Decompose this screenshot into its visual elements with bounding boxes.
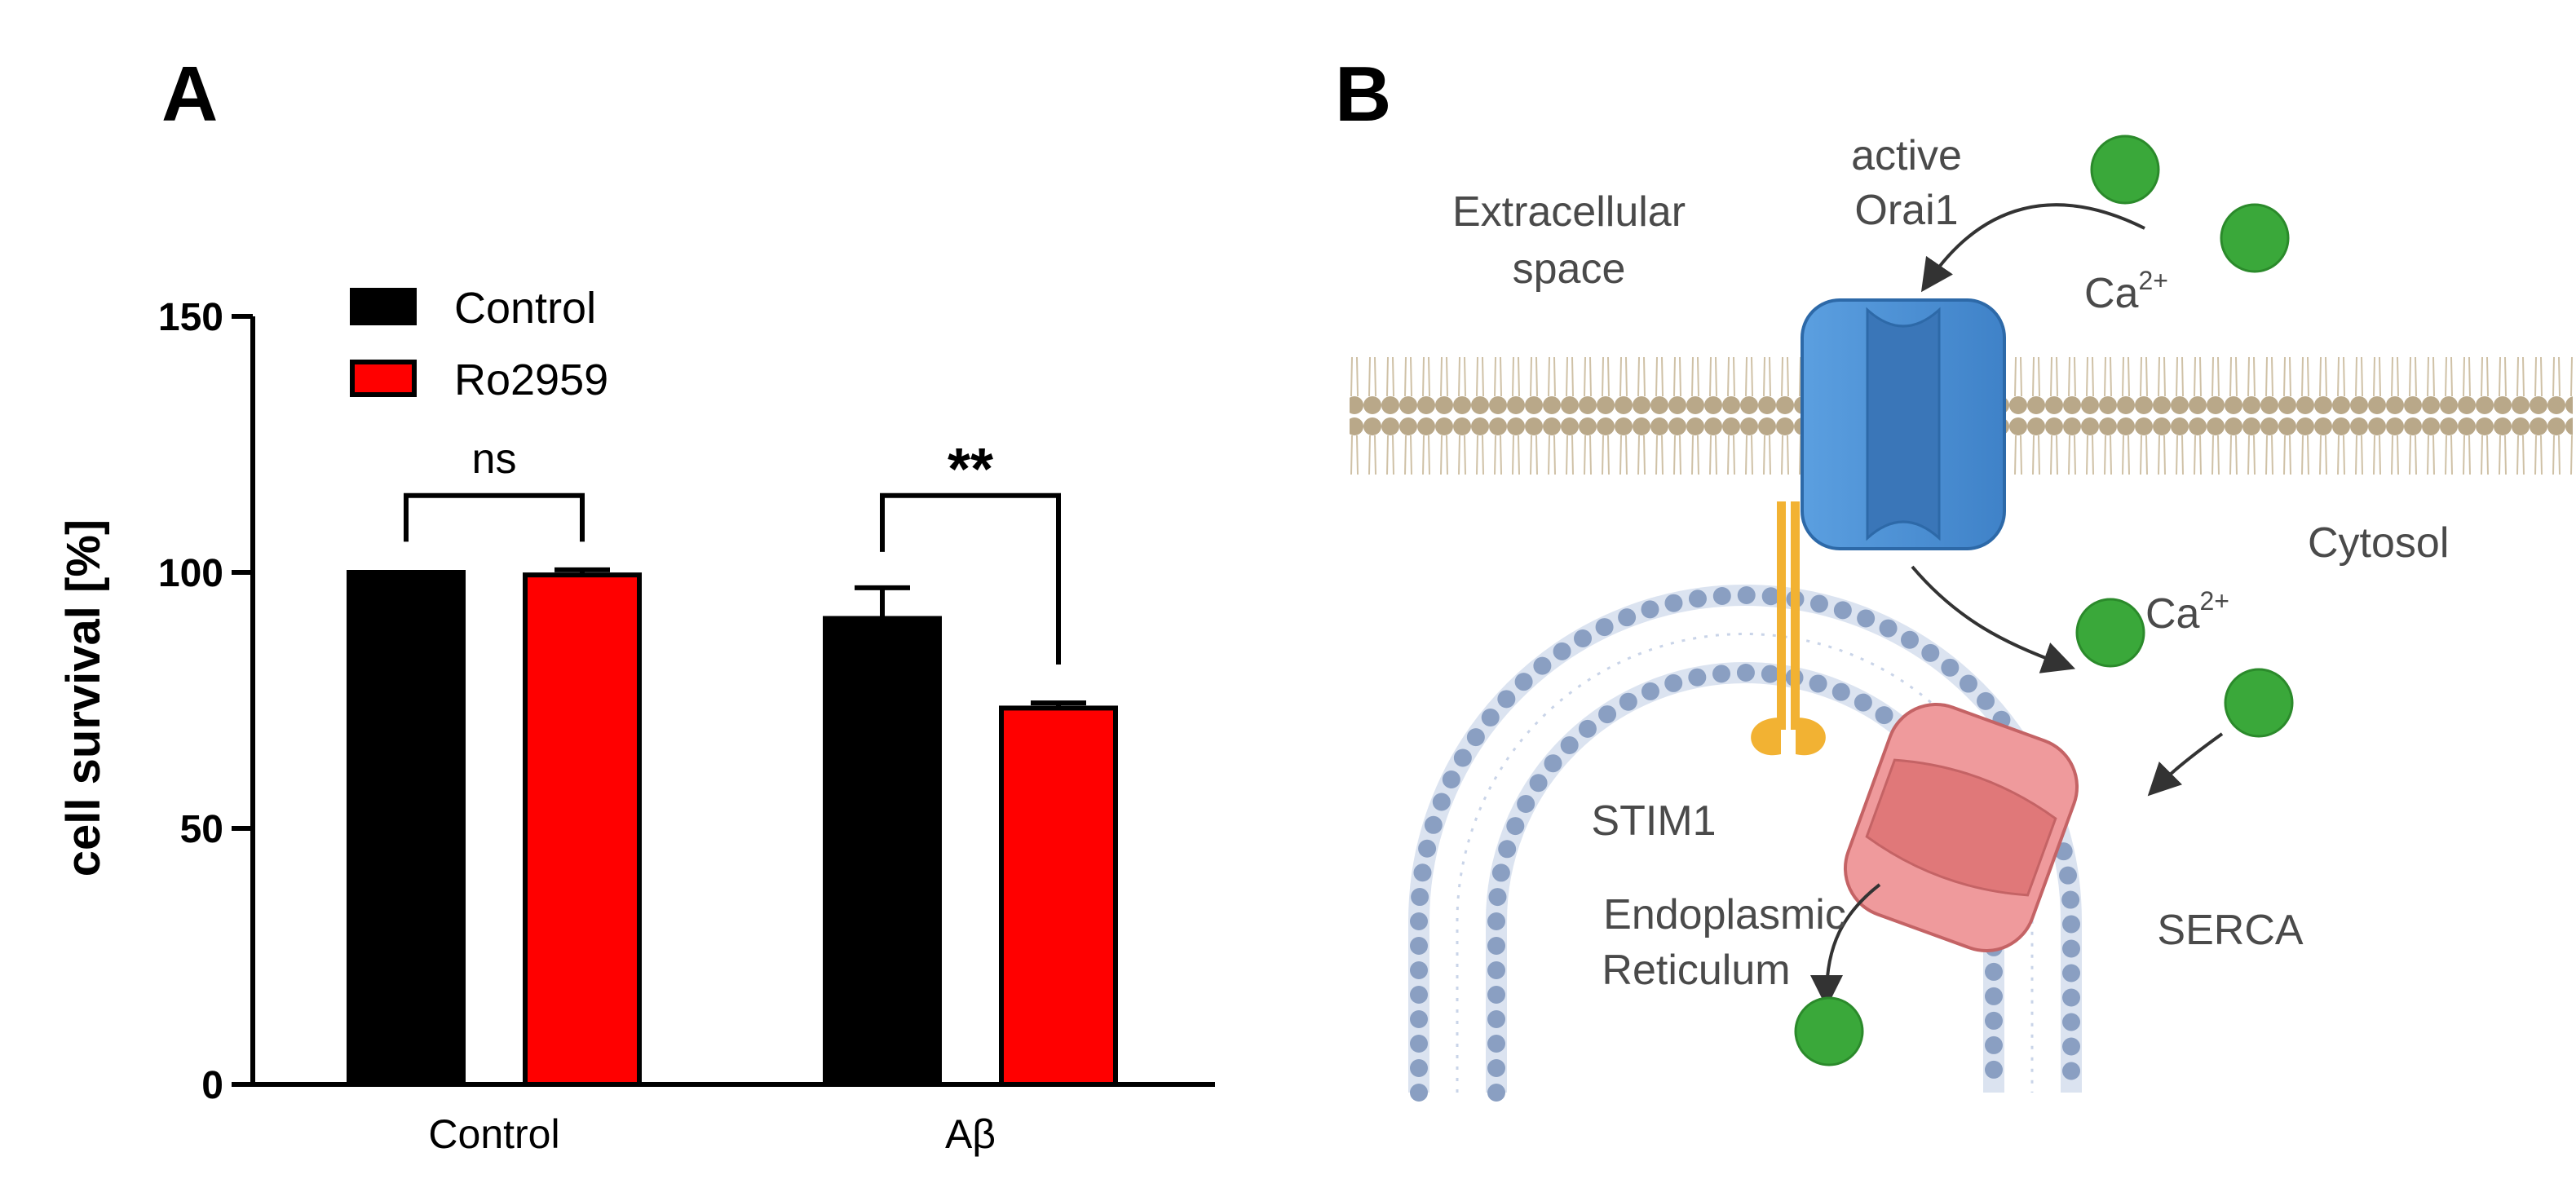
significance-brackets: ns ** bbox=[404, 435, 1061, 665]
bars bbox=[347, 570, 1118, 1087]
legend-swatch-ro2959 bbox=[350, 360, 417, 397]
y-tick-label: 150 bbox=[158, 296, 223, 339]
legend-swatch-control bbox=[350, 288, 417, 325]
y-tick-label: 0 bbox=[201, 1064, 223, 1107]
er-release-arrow bbox=[1810, 883, 1881, 1008]
panel-a-letter: A bbox=[161, 51, 218, 138]
calcium-ion bbox=[1794, 996, 1864, 1066]
serca-label: SERCA bbox=[2157, 907, 2303, 954]
legend-label-ro2959: Ro2959 bbox=[454, 355, 608, 404]
extracellular-label-line2: space bbox=[1513, 245, 1626, 293]
cytosol-arrow bbox=[1911, 565, 2076, 673]
y-tick-label: 100 bbox=[158, 552, 223, 595]
calcium-label-extracellular: Ca2+ bbox=[2084, 266, 2168, 317]
bar-control-1 bbox=[823, 616, 942, 1087]
er-label-line1: Endoplasmic bbox=[1603, 891, 1846, 938]
orai1-label: Orai1 bbox=[1854, 187, 1958, 234]
calcium-ion bbox=[2075, 598, 2145, 668]
calcium-ion bbox=[2224, 668, 2294, 738]
influx-arrow bbox=[1920, 203, 2145, 293]
legend-label-control: Control bbox=[454, 284, 596, 333]
serca-pump bbox=[1843, 703, 2079, 952]
significance-label: ns bbox=[472, 435, 517, 483]
calcium-label-cytosol: Ca2+ bbox=[2145, 586, 2229, 638]
er-label-line2: Reticulum bbox=[1602, 947, 1790, 994]
x-category-label: Aβ bbox=[945, 1111, 996, 1157]
stim1-label: STIM1 bbox=[1591, 797, 1716, 845]
y-axis-label: cell survival [%] bbox=[57, 519, 110, 877]
serca-uptake-arrow bbox=[2147, 732, 2224, 797]
significance-label: ** bbox=[948, 437, 993, 502]
y-ticks: 0 50 100 150 bbox=[158, 296, 253, 1107]
extracellular-label-line1: Extracellular bbox=[1452, 188, 1686, 236]
y-tick-label: 50 bbox=[180, 808, 223, 851]
panel-b-letter: B bbox=[1335, 51, 1391, 138]
error-bars bbox=[555, 567, 1086, 709]
x-category-label: Control bbox=[428, 1111, 559, 1157]
panel-b: B bbox=[1335, 51, 2573, 1102]
calcium-ion bbox=[2090, 135, 2160, 205]
active-label: active bbox=[1851, 132, 1962, 179]
orai1-channel bbox=[1801, 298, 2006, 550]
cytosol-label: Cytosol bbox=[2308, 519, 2449, 567]
bar-ro2959-1 bbox=[999, 705, 1118, 1087]
x-category-labels: Control Aβ bbox=[428, 1111, 996, 1157]
stim1-protein bbox=[1751, 501, 1826, 756]
bar-ro2959-0 bbox=[523, 572, 642, 1087]
bar-control-0 bbox=[347, 570, 466, 1087]
significance-bracket bbox=[404, 492, 585, 542]
significance-bracket bbox=[880, 492, 1061, 665]
calcium-ion bbox=[2220, 203, 2290, 273]
